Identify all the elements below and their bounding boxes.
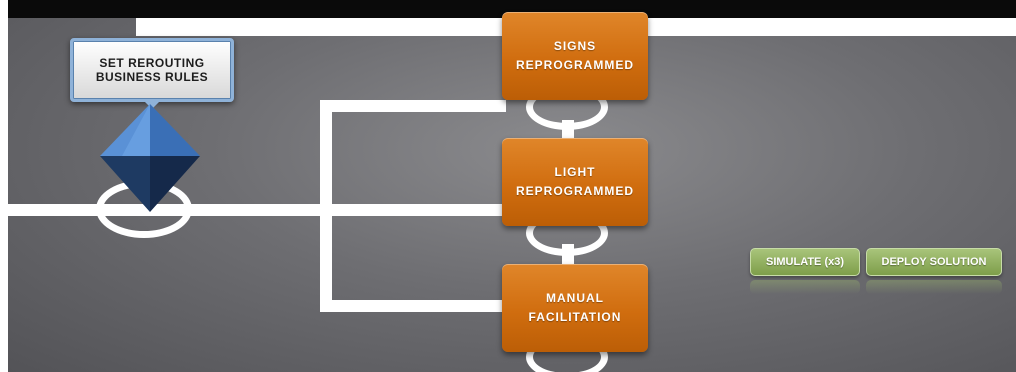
step-manual-facilitation[interactable]: MANUAL FACILITATION bbox=[502, 264, 648, 352]
step-light-reprogrammed[interactable]: LIGHT REPROGRAMMED bbox=[502, 138, 648, 226]
top-bar bbox=[8, 0, 1016, 18]
step-label-line-2: FACILITATION bbox=[528, 310, 622, 324]
step-label-line-1: SIGNS bbox=[553, 39, 597, 53]
deploy-button-reflection bbox=[866, 280, 1002, 294]
step-label-line-2: REPROGRAMMED bbox=[515, 184, 634, 198]
step-signs-reprogrammed[interactable]: SIGNS REPROGRAMMED bbox=[502, 12, 648, 100]
branch-line-light bbox=[320, 204, 506, 216]
deploy-solution-button[interactable]: DEPLOY SOLUTION bbox=[866, 248, 1002, 276]
step-label-line-1: MANUAL bbox=[546, 291, 604, 305]
step-label-line-1: LIGHT bbox=[554, 165, 596, 179]
simulate-button-reflection bbox=[750, 280, 860, 294]
callout-pointer bbox=[144, 101, 160, 109]
set-rerouting-rules-callout[interactable]: SET REROUTING BUSINESS RULES bbox=[70, 38, 234, 102]
workflow-canvas: SET REROUTING BUSINESS RULES SIGNS REPRO… bbox=[8, 0, 1016, 372]
simulate-button[interactable]: SIMULATE (x3) bbox=[750, 248, 860, 276]
step-label-line-2: REPROGRAMMED bbox=[515, 58, 634, 72]
callout-line-1: SET REROUTING bbox=[99, 56, 205, 70]
blue-octahedron-icon[interactable] bbox=[100, 104, 200, 216]
branch-line-signs bbox=[320, 100, 506, 112]
branch-line-manual bbox=[320, 300, 506, 312]
callout-line-2: BUSINESS RULES bbox=[95, 70, 209, 84]
